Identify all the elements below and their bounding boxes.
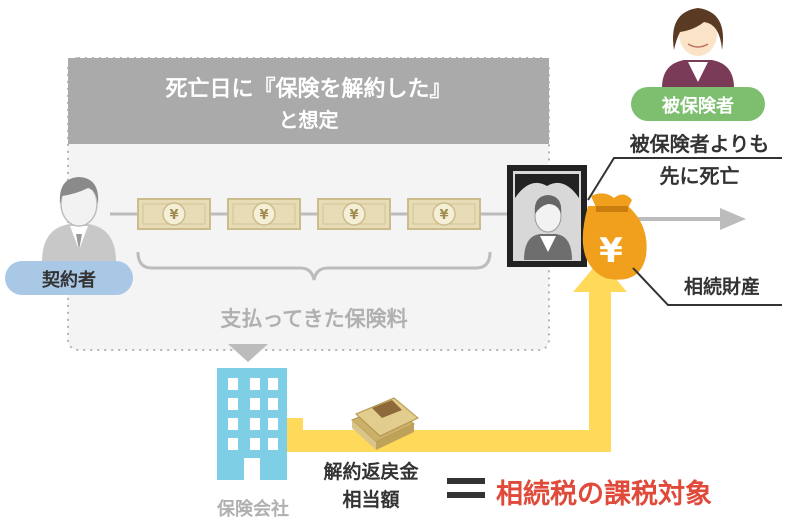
money-bag-icon: ¥ — [582, 193, 647, 280]
up-arrow-head — [573, 260, 627, 292]
yen-bill-icon: ¥ — [137, 198, 211, 230]
building-window — [250, 378, 260, 390]
building-window — [228, 378, 238, 390]
building-window — [268, 378, 278, 390]
surrender-flow-arrow — [281, 286, 611, 452]
insured-badge — [631, 87, 765, 121]
insured-note-line-1: 被保険者よりも — [629, 132, 770, 156]
surrender-line-1: 解約返戻金 — [323, 461, 419, 483]
insurer-label: 保険会社 — [217, 499, 289, 520]
estate-connector — [632, 267, 782, 306]
yen-bill-icon: ¥ — [317, 198, 391, 230]
insured-label: 被保険者 — [662, 96, 734, 117]
building-window — [250, 418, 260, 430]
header-line-2: と想定 — [278, 108, 339, 132]
insurance-company-building — [217, 368, 287, 480]
yen-bill-icon: ¥ — [407, 198, 481, 230]
premiums-label: 支払ってきた保険料 — [220, 307, 408, 331]
header-box — [68, 58, 549, 144]
note-connector — [587, 157, 782, 201]
bill-yen-symbol: ¥ — [169, 208, 178, 223]
contractor-badge — [5, 261, 133, 295]
building-door — [244, 458, 260, 480]
building-window — [268, 418, 278, 430]
building-window — [228, 418, 238, 430]
contractor-avatar — [42, 177, 116, 262]
building-window — [228, 398, 238, 410]
contractor-label: 契約者 — [42, 270, 96, 291]
building-window — [268, 438, 278, 450]
header-line-1: 死亡日に『保険を解約した』 — [165, 77, 452, 102]
right-arrow-head — [720, 208, 746, 230]
bill-yen-symbol: ¥ — [349, 208, 358, 223]
memorial-portrait — [507, 165, 587, 267]
estate-label: 相続財産 — [683, 276, 760, 298]
insured-note-line-2: 先に死亡 — [659, 164, 740, 188]
building-window — [250, 398, 260, 410]
equals-sign-lower — [447, 492, 485, 498]
yen-bill-icon: ¥ — [227, 198, 301, 230]
building-window — [250, 438, 260, 450]
building-window — [228, 438, 238, 450]
bag-yen-symbol: ¥ — [599, 231, 623, 271]
premium-brace — [136, 251, 492, 281]
equals-sign — [447, 478, 485, 484]
bill-yen-symbol: ¥ — [259, 208, 268, 223]
building-window — [268, 398, 278, 410]
cash-bundle-icon — [351, 397, 419, 450]
premium-bills: ¥ ¥ ¥ ¥ — [137, 198, 481, 230]
result-text: 相続税の課税対象 — [496, 479, 712, 510]
bill-yen-symbol: ¥ — [439, 208, 448, 223]
insured-avatar — [662, 8, 734, 88]
down-arrow — [228, 344, 268, 362]
surrender-line-2: 相当額 — [342, 489, 400, 511]
